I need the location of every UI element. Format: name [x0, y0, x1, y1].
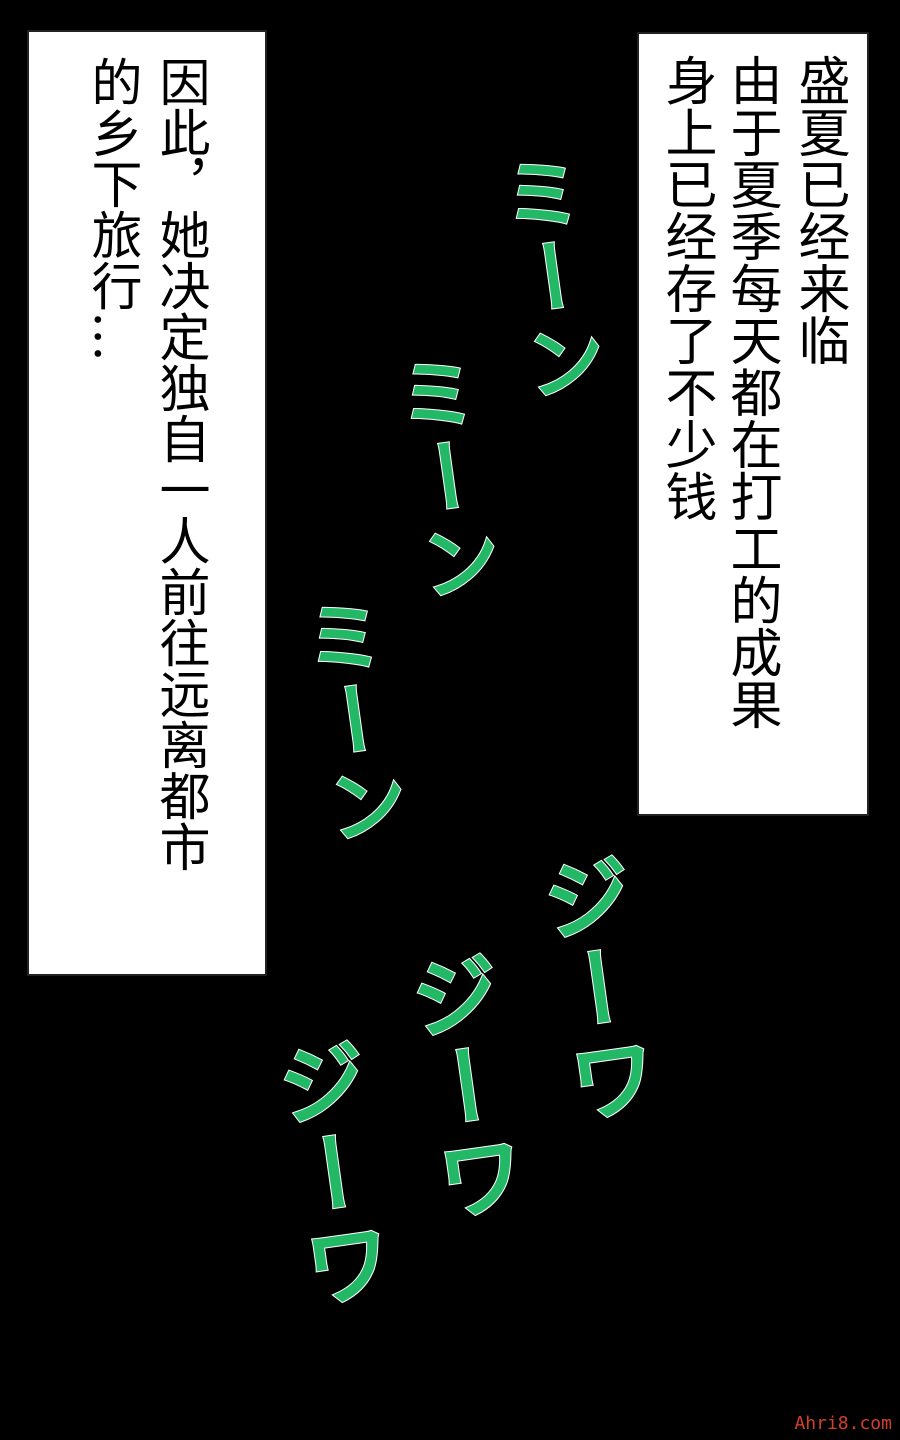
sfx-jii-1: ジーワ: [522, 846, 664, 1136]
narration-box-left: 因此，她决定独自一人前往远离都市 的乡下旅行…: [27, 30, 267, 976]
sfx-mii-1: ミーン: [483, 147, 612, 411]
watermark: Ahri8.com: [794, 1413, 892, 1434]
sfx-mii-3: ミーン: [285, 590, 414, 854]
narration-line: 盛夏已经来临: [789, 54, 849, 366]
narration-line: 的乡下旅行…: [82, 56, 141, 362]
narration-box-right: 盛夏已经来临 由于夏季每天都在打工的成果 身上已经存了不少钱: [637, 32, 869, 816]
narration-line: 身上已经存了不少钱: [656, 54, 716, 522]
sfx-jii-3: ジーワ: [257, 1031, 399, 1321]
narration-line: 由于夏季每天都在打工的成果: [721, 54, 781, 730]
sfx-jii-2: ジーワ: [390, 944, 532, 1234]
sfx-mii-2: ミーン: [378, 347, 507, 611]
narration-line: 因此，她决定独自一人前往远离都市: [150, 56, 209, 872]
